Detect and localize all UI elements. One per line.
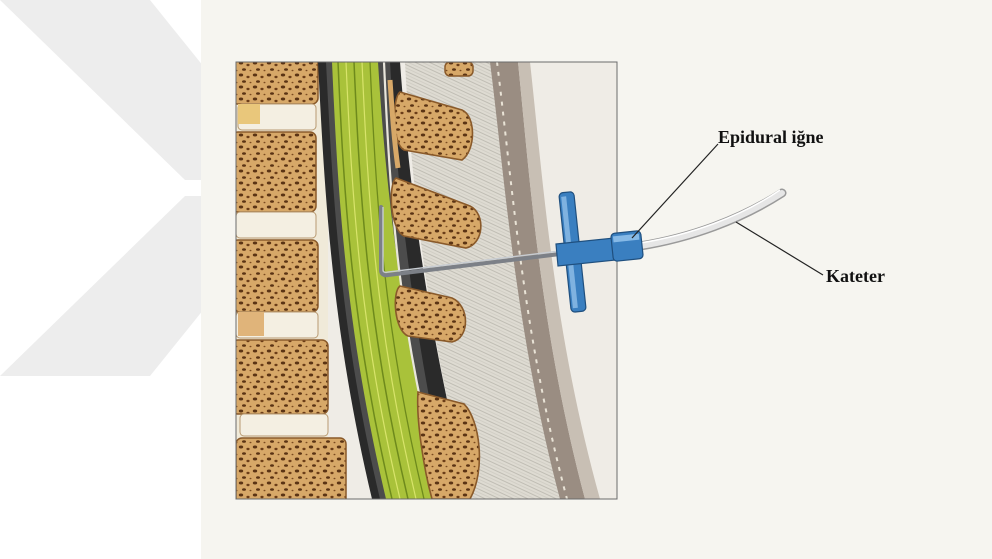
catheter-label: Kateter — [826, 267, 885, 285]
needle-label: Epidural iğne — [718, 128, 824, 146]
needle-leader-line — [632, 144, 718, 238]
catheter-leader-line — [736, 222, 823, 275]
